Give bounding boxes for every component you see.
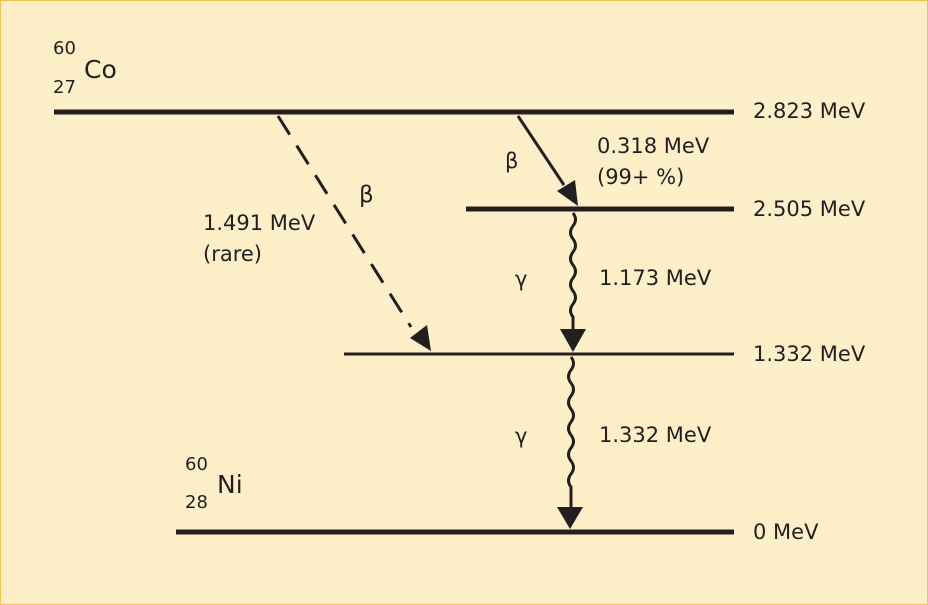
level-label-2823: 2.823 MeV <box>753 99 866 123</box>
daughter-mass-number: 60 <box>185 454 208 475</box>
beta-rare-branch: (rare) <box>203 242 262 266</box>
gamma-1-energy: 1.173 MeV <box>599 266 712 290</box>
beta-main-energy: 0.318 MeV <box>597 134 710 158</box>
daughter-symbol: Ni <box>217 470 243 499</box>
parent-symbol: Co <box>84 55 117 84</box>
gamma-1-symbol: γ <box>515 267 528 291</box>
beta-main-symbol: β <box>505 149 519 173</box>
level-label-2505: 2.505 MeV <box>753 197 866 221</box>
beta-rare-arrow <box>276 115 431 351</box>
beta-rare-energy: 1.491 MeV <box>203 211 316 235</box>
gamma-2-arrow <box>557 356 583 529</box>
beta-main-arrow <box>516 115 578 206</box>
beta-main-branch: (99+ %) <box>597 165 685 189</box>
daughter-atomic-number: 28 <box>185 492 208 513</box>
parent-mass-number: 60 <box>53 38 76 59</box>
level-label-1332: 1.332 MeV <box>753 342 866 366</box>
gamma-1-arrow <box>560 212 586 352</box>
gamma-2-symbol: γ <box>515 424 528 448</box>
gamma-2-energy: 1.332 MeV <box>599 423 712 447</box>
level-label-0: 0 MeV <box>753 520 819 544</box>
parent-atomic-number: 27 <box>53 77 76 98</box>
beta-rare-symbol: β <box>359 182 374 208</box>
